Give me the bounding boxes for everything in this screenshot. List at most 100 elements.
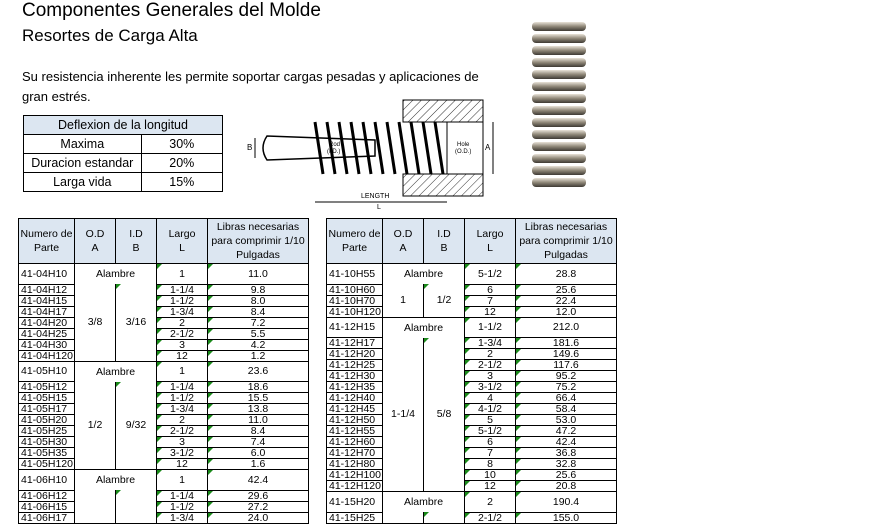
libras-value: 23.6 <box>207 360 309 382</box>
part-number: 41-12H15 <box>326 316 383 338</box>
libras-value: 6.0 <box>207 447 309 459</box>
spring-photo-coils <box>532 22 586 187</box>
largo-value: 1-3/4 <box>156 305 208 318</box>
largo-value: 8 <box>464 458 516 470</box>
mold-block-top <box>402 99 484 123</box>
largo-value: 2 <box>464 491 516 513</box>
spring-diagram: B Rod (I.D.) Hole (O.D.) A LENGTH L <box>247 99 494 210</box>
part-number: 41-06H12 <box>18 489 75 502</box>
largo-value: 5 <box>464 414 516 426</box>
part-number: 41-10H55 <box>326 263 383 285</box>
libras-value: 32.8 <box>515 458 617 470</box>
largo-value: 12 <box>156 458 208 470</box>
largo-value: 2 <box>464 348 516 360</box>
part-number: 41-05H25 <box>18 425 75 437</box>
part-number: 41-04H10 <box>18 263 75 285</box>
libras-value: 11.0 <box>207 263 309 285</box>
rod-label: Rod <box>329 142 340 148</box>
libras-value: 117.6 <box>515 359 617 371</box>
largo-value: 3 <box>156 338 208 351</box>
libras-value: 12.0 <box>515 305 617 318</box>
part-number: 41-05H120 <box>18 458 75 470</box>
part-number: 41-05H12 <box>18 381 75 393</box>
alambre-label: Alambre <box>382 263 465 284</box>
largo-value: 3 <box>464 370 516 382</box>
libras-value: 4.2 <box>207 338 309 351</box>
largo-value: 1-1/4 <box>156 283 208 296</box>
libras-value: 66.4 <box>515 392 617 404</box>
id-value: 9/32 <box>115 381 157 470</box>
libras-value: 27.2 <box>207 500 309 513</box>
largo-value: 12 <box>464 480 516 492</box>
largo-value: 12 <box>156 349 208 362</box>
part-number: 41-05H17 <box>18 403 75 415</box>
part-number: 41-10H120 <box>326 305 383 318</box>
libras-value: 29.6 <box>207 489 309 502</box>
part-number: 41-05H20 <box>18 414 75 426</box>
id-value: 5/8 <box>423 337 465 492</box>
libras-value: 42.4 <box>515 436 617 448</box>
alambre-label: Alambre <box>74 360 157 382</box>
libras-value: 190.4 <box>515 491 617 513</box>
spring-photo <box>532 22 586 187</box>
part-number: 41-06H10 <box>18 469 75 491</box>
libras-value: 7.4 <box>207 436 309 448</box>
od-value: 3/8 <box>74 284 116 362</box>
part-number: 41-12H50 <box>326 414 383 426</box>
part-number: 41-05H35 <box>18 447 75 459</box>
largo-value: 2 <box>156 316 208 329</box>
part-number: 41-12H17 <box>326 337 383 349</box>
largo-value: 2-1/2 <box>464 511 516 524</box>
largo-value: 1-3/4 <box>156 511 208 524</box>
part-number: 41-12H35 <box>326 381 383 393</box>
part-number: 41-12H100 <box>326 469 383 481</box>
largo-value: 10 <box>464 469 516 481</box>
part-number: 41-12H120 <box>326 480 383 492</box>
largo-value: 2 <box>156 414 208 426</box>
od-value: 1-1/4 <box>382 337 424 492</box>
libras-value: 18.6 <box>207 381 309 393</box>
libras-value: 95.2 <box>515 370 617 382</box>
libras-value: 28.8 <box>515 263 617 285</box>
length-label: LENGTH <box>361 193 389 200</box>
libras-value: 53.0 <box>515 414 617 426</box>
part-number: 41-12H25 <box>326 359 383 371</box>
largo-value: 7 <box>464 447 516 459</box>
alambre-label: Alambre <box>74 469 157 490</box>
largo-value: 1-1/4 <box>156 381 208 393</box>
hole-od-label: (O.D.) <box>455 149 471 155</box>
libras-value: 7.2 <box>207 316 309 329</box>
libras-value: 22.4 <box>515 294 617 307</box>
part-number: 41-12H55 <box>326 425 383 437</box>
part-number: 41-04H12 <box>18 283 75 296</box>
